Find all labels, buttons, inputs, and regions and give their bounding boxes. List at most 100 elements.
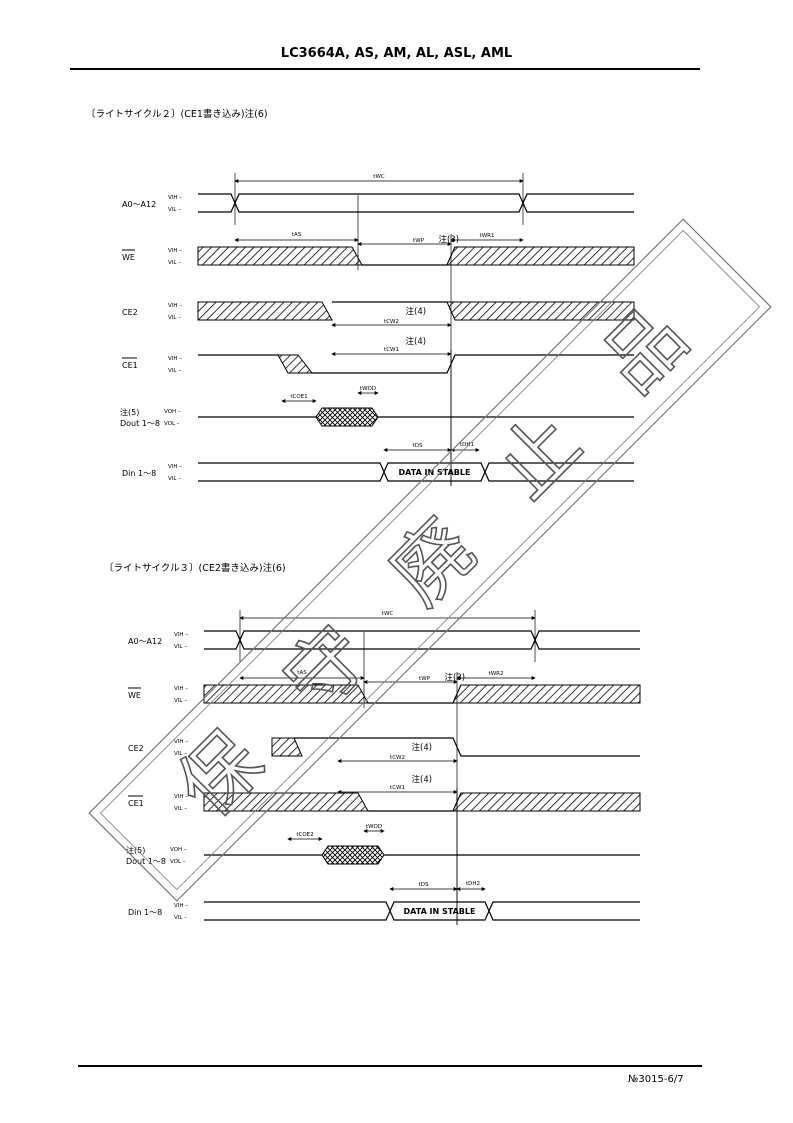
tcw2-label: tCW2 [390,755,405,761]
we-hatched-before [197,246,363,266]
stamp-char-1: 守 [267,609,386,728]
note5-label: 注(5) [126,845,145,855]
we-hatched-after [452,684,641,704]
we-active-low [368,684,462,704]
tcoe-label: tCOE1 [290,394,307,400]
tas-label: tAS [297,670,307,676]
ce2-vih-label: VIH – [168,303,182,309]
we-vil-label: VIL – [168,260,181,266]
tcw2-note: 注(4) [406,306,427,317]
addr-vil-label: VIL – [174,644,187,650]
dout-invalid-data [315,407,379,427]
twp-note: 注(3) [439,234,460,245]
we-vil-label: VIL – [174,698,187,704]
we-signal-label: WE [128,691,141,700]
addr-signal-label: A0〜A12 [128,637,162,646]
dout-invalid-data [321,845,385,865]
stamp-char-0: 保 [161,716,280,835]
note5-label: 注(5) [120,407,139,417]
din-trace-top [198,462,634,482]
we-hatched-after [446,246,635,266]
header-rule [70,68,700,70]
ce2-vil-label: VIL – [168,315,181,321]
stamp-char-2: 廃 [373,503,492,622]
page-number: №3015-6/7 [628,1074,684,1085]
ce1-vil-label: VIL – [168,368,181,374]
ce1-falling-hatch [277,354,314,374]
stamp-outer-border [88,218,772,902]
dout-vol-label: VOL – [164,421,180,427]
ce1-vih-label: VIH – [174,794,188,800]
tcw1-note: 注(4) [406,336,427,347]
addr-vih-label: VIH – [174,632,188,638]
ce1-signal-label: CE1 [122,361,138,370]
dout-vol-label: VOL – [170,859,186,865]
ce2-signal-label: CE2 [128,744,144,753]
page-title: LC3664A, AS, AM, AL, ASL, AML [280,46,513,61]
twp-label: tWP [413,238,425,244]
tdh-label: tDH2 [466,881,480,887]
din-signal-label: Din 1〜8 [122,469,156,478]
dout-signal-label: Dout 1〜8 [120,419,160,428]
ce2-hatched-before [271,737,303,757]
ce1-active-low [368,792,462,812]
tcw1-note: 注(4) [412,774,433,785]
din-vih-label: VIH – [168,464,182,470]
din-vil-label: VIL – [168,476,181,482]
ce2-vih-label: VIH – [174,739,188,745]
ce2-vil-label: VIL – [174,751,187,757]
ce1-hatched-after [452,792,641,812]
din-data-in-stable-label: DATA IN STABLE [404,907,476,916]
addr-vih-label: VIH – [168,195,182,201]
tcw1-label: tCW1 [390,785,405,791]
we-vih-label: VIH – [168,248,182,254]
tcw2-note: 注(4) [412,742,433,753]
footer-rule [78,1065,702,1067]
din-vih-label: VIH – [174,903,188,909]
tds-label: tDS [419,882,429,888]
ce2-active-high [294,737,640,757]
ce1-active-low [312,354,634,374]
we-vih-label: VIH – [174,686,188,692]
tcw2-label: tCW2 [384,319,399,325]
dout-voh-label: VOH – [170,847,187,853]
dout-signal-label: Dout 1〜8 [126,857,166,866]
din-trace-bottom [204,901,640,921]
tdh-label: tDH1 [460,442,474,448]
din-vil-label: VIL – [174,915,187,921]
addr-trace-top [198,193,634,213]
din-trace-bottom [198,462,634,482]
ce2-signal-label: CE2 [122,308,138,317]
diagram1-caption: 〔ライトサイクル２〕(CE1書き込み)注(6) [86,109,268,120]
dout-voh-label: VOH – [164,409,181,415]
stamp-inner-border [99,229,761,891]
din-data-in-stable-label: DATA IN STABLE [399,468,471,477]
tcw1-label: tCW1 [384,347,399,353]
addr-vil-label: VIL – [168,207,181,213]
twod-label: tWOD [366,824,382,830]
ce1-vil-label: VIL – [174,806,187,812]
din-trace-top [204,901,640,921]
twp-note: 注(3) [445,672,466,683]
diagram2-caption: 〔ライトサイクル３〕(CE2書き込み)注(6) [104,563,286,574]
ce1-vih-label: VIH – [168,356,182,362]
twod-label: tWOD [360,386,376,392]
addr-trace-bottom [204,630,640,650]
we-signal-label: WE [122,253,135,262]
din-signal-label: Din 1〜8 [128,908,162,917]
tas-label: tAS [292,232,302,238]
addr-signal-label: A0〜A12 [122,200,156,209]
we-active-low [362,246,456,266]
tcoe-label: tCOE2 [296,832,313,838]
tds-label: tDS [413,443,423,449]
twr-label: tWR2 [489,671,504,677]
twc-label: tWC [382,611,394,617]
twr-label: tWR1 [480,233,495,239]
twp-label: tWP [419,676,431,682]
addr-trace-top [204,630,640,650]
ce2-hatched-before [197,301,333,321]
stamp-char-3: 止 [479,397,598,516]
ce1-signal-label: CE1 [128,799,144,808]
